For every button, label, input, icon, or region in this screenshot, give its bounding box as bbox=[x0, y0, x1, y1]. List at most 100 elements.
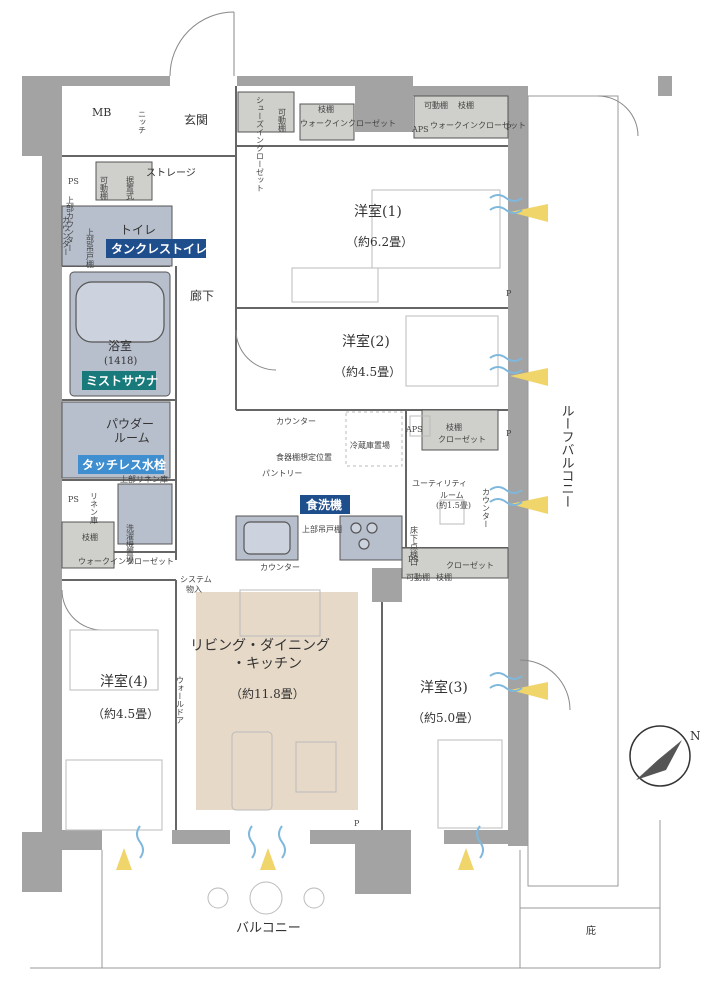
balcony-chair-2 bbox=[303, 887, 325, 909]
badge-dishwasher: 食洗機 bbox=[300, 495, 350, 514]
aps-1-label: APS bbox=[411, 125, 429, 134]
roka-label: 廊下 bbox=[190, 288, 214, 303]
mb-label: MB bbox=[92, 106, 111, 119]
hisashi-label: 庇 bbox=[586, 924, 596, 937]
p-4-label: P bbox=[354, 819, 360, 828]
ps-3-label: PS bbox=[408, 555, 419, 564]
edadana-2-label: 枝棚 bbox=[458, 100, 474, 110]
ps-2-label: PS bbox=[68, 495, 79, 504]
wall-door-label: ウォールドア bbox=[176, 676, 185, 724]
yoshitsu2-size: （約4.5畳） bbox=[334, 364, 401, 379]
storage-areas bbox=[61, 91, 509, 579]
ldk-line2: ・キッチン bbox=[232, 656, 302, 672]
kadodana-1-label: 可動棚 bbox=[278, 108, 287, 133]
dining-table bbox=[239, 589, 321, 637]
closet-3 bbox=[401, 547, 509, 579]
coffee-table bbox=[295, 741, 337, 793]
genkan-label: 玄関 bbox=[184, 112, 208, 127]
p-1-label: P bbox=[506, 123, 512, 132]
balcony-chair-1 bbox=[207, 887, 229, 909]
badge-tankless-text: タンクレストイレ bbox=[111, 242, 207, 256]
walls bbox=[22, 76, 672, 894]
laundry-area bbox=[117, 483, 173, 545]
badge-mist-sauna: ミストサウナ bbox=[82, 371, 158, 390]
p-2-label: P bbox=[506, 289, 512, 298]
aps-box bbox=[409, 415, 431, 437]
kitchen-sink bbox=[243, 521, 291, 555]
storage-label: ストレージ bbox=[146, 168, 196, 179]
p-3-label: P bbox=[506, 429, 512, 438]
yoshitsu4-name: 洋室(4) bbox=[100, 673, 148, 690]
system-1-label: システム bbox=[180, 575, 212, 584]
ps-1-label: PS bbox=[68, 177, 79, 186]
sofa bbox=[231, 731, 273, 811]
bed-4 bbox=[65, 759, 163, 831]
storage-box bbox=[95, 161, 153, 201]
kadodana-2-label: 可動棚 bbox=[424, 100, 448, 110]
toilet-upper-label: 上部吊戸棚 bbox=[86, 228, 95, 269]
yoshitsu2-name: 洋室(2) bbox=[342, 333, 390, 350]
balconies bbox=[30, 95, 661, 969]
fridge-label: 冷蔵庫置場 bbox=[350, 440, 390, 450]
edadana-1-label: 枝棚 bbox=[318, 104, 334, 114]
badge-touchless-text: タッチレス水栓 bbox=[82, 457, 166, 472]
yokushitsu-size-label: (1418) bbox=[104, 356, 137, 367]
linen-label: リネン庫 bbox=[90, 492, 99, 525]
inspection-hatch bbox=[439, 499, 465, 525]
closet-right bbox=[421, 409, 499, 451]
utility-1-label: ユーティリティ bbox=[412, 479, 467, 488]
utility-counter-label: カウンター bbox=[482, 488, 491, 528]
bed-2 bbox=[405, 315, 499, 387]
linen-upper-label: 上部リネン庫 bbox=[120, 474, 168, 484]
compass: N bbox=[629, 725, 701, 787]
airflow-lines bbox=[136, 194, 523, 859]
yoshitsu4-size: （約4.5畳） bbox=[92, 706, 159, 721]
fridge-space bbox=[345, 411, 403, 467]
ldk-size: （約11.8畳） bbox=[230, 686, 305, 701]
badge-tankless: タンクレストイレ bbox=[106, 239, 207, 258]
wic-top bbox=[299, 103, 355, 141]
bed-1 bbox=[371, 189, 501, 269]
balcony-table bbox=[249, 881, 283, 915]
storage-kind-label: 据置式 bbox=[126, 175, 135, 200]
counter-2-label: カウンター bbox=[260, 563, 300, 572]
wic-top-label: ウォークインクローゼット bbox=[300, 118, 396, 128]
powder-room-2-label: ルーム bbox=[114, 431, 150, 445]
utility-size-label: (約1.5畳) bbox=[436, 500, 471, 510]
doors bbox=[61, 11, 639, 711]
edadana-4-label: 枝棚 bbox=[82, 532, 98, 542]
edadana-5-label: 枝棚 bbox=[436, 572, 452, 582]
toilet-label: トイレ bbox=[120, 223, 156, 237]
desk-1 bbox=[291, 267, 379, 303]
shoes-closet bbox=[237, 91, 295, 133]
badge-touchless: タッチレス水栓 bbox=[78, 455, 166, 474]
furniture bbox=[65, 189, 503, 915]
bed-3 bbox=[437, 739, 503, 829]
roof-balcony-label: ルーフバルコニー bbox=[559, 404, 575, 508]
kitchen-upper-label: 上部吊戸棚 bbox=[302, 524, 342, 534]
toilet-counter-label: カウンター bbox=[62, 216, 71, 256]
edadana-3-label: 枝棚 bbox=[446, 422, 462, 432]
utility-2-label: ルーム bbox=[440, 491, 464, 500]
powder-room-1-label: パウダー bbox=[106, 416, 154, 431]
yoshitsu1-size: （約6.2畳） bbox=[346, 234, 413, 249]
kaki-1-label: 上部カウンター bbox=[66, 196, 75, 252]
badge-mist-sauna-text: ミストサウナ bbox=[86, 374, 158, 388]
yokushitsu-label: 浴室 bbox=[108, 338, 132, 353]
ldk-line1: リビング・ダイニング bbox=[190, 638, 330, 654]
bathtub bbox=[75, 281, 165, 343]
niche-label: ニッチ bbox=[138, 110, 147, 134]
yoshitsu3-size: （約5.0畳） bbox=[412, 710, 479, 725]
system-2-label: 物入 bbox=[186, 584, 202, 594]
balcony-label: バルコニー bbox=[236, 921, 301, 936]
desk-4 bbox=[69, 629, 159, 691]
shokki-label: 食器棚想定位置 bbox=[276, 452, 332, 462]
closet-1-label: クローゼット bbox=[438, 434, 486, 444]
shoes-closet-label: シューズインクローゼット bbox=[256, 96, 265, 192]
ventilation-marks bbox=[116, 204, 548, 870]
wic-4-label: ウォークインクローゼット bbox=[78, 556, 174, 566]
aps-2-label: APS bbox=[405, 425, 423, 434]
yoshitsu3-name: 洋室(3) bbox=[420, 679, 468, 696]
closet-2-label: クローゼット bbox=[446, 560, 494, 570]
